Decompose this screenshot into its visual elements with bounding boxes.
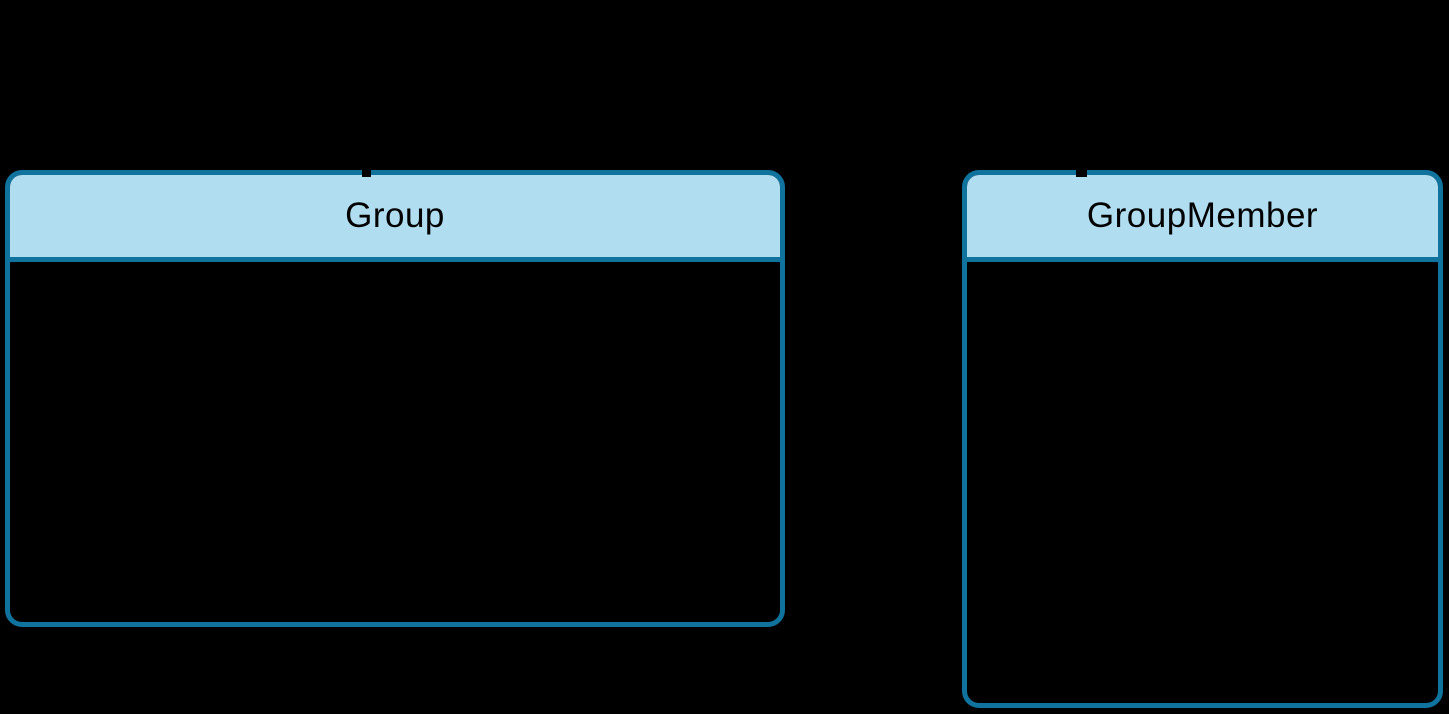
- entity-group-title: Group: [345, 196, 445, 235]
- connector-stub-groupmember: [1076, 163, 1087, 177]
- entity-groupmember[interactable]: GroupMember: [962, 170, 1443, 708]
- entity-group[interactable]: Group: [5, 170, 785, 627]
- entity-groupmember-title: GroupMember: [1086, 196, 1319, 235]
- connector-stub-group: [362, 163, 371, 177]
- entity-groupmember-header[interactable]: GroupMember: [967, 175, 1438, 262]
- entity-group-header[interactable]: Group: [10, 175, 780, 262]
